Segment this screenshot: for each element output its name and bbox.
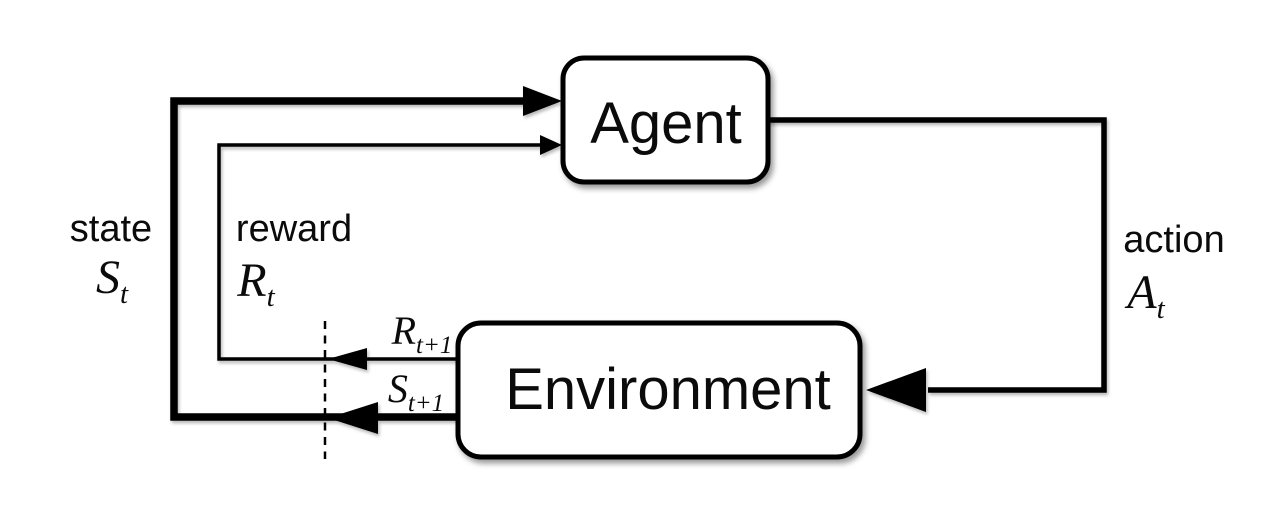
reward-into-agent-arrowhead-icon <box>540 135 562 155</box>
action-symbol-label: At <box>1124 266 1165 325</box>
reward-symbol-base: R <box>236 254 266 307</box>
next-reward-time-boundary-arrowhead-icon <box>328 348 367 370</box>
reward-symbol-label: Rt <box>236 254 275 313</box>
state-symbol-subscript: t <box>120 278 129 310</box>
environment-node <box>455 320 863 460</box>
action-flow-line <box>768 117 1107 393</box>
next-state-symbol-subscript: t+1 <box>408 390 444 417</box>
state-into-agent-arrowhead-icon <box>523 86 562 116</box>
connector-lines <box>170 86 1107 434</box>
environment-label: Environment <box>505 357 831 422</box>
agent-node <box>560 55 771 185</box>
action-symbol-base: A <box>1124 266 1157 319</box>
reward-symbol-subscript: t <box>267 281 276 313</box>
next-state-time-boundary-arrowhead-icon <box>328 402 378 434</box>
action-symbol-subscript: t <box>1157 293 1166 325</box>
next-reward-symbol-subscript: t+1 <box>416 332 452 359</box>
next-state-symbol-label: St+1 <box>388 366 444 417</box>
next-state-symbol-base: S <box>388 366 408 411</box>
state-word-label: state <box>70 208 152 250</box>
state-symbol-label: St <box>96 251 129 310</box>
state-symbol-base: S <box>96 251 120 304</box>
reward-word-label: reward <box>236 208 352 250</box>
action-word-label: action <box>1123 219 1224 261</box>
next-reward-symbol-label: Rt+1 <box>391 308 453 359</box>
next-reward-symbol-base: R <box>391 308 416 353</box>
action-into-environment-arrowhead-icon <box>866 368 926 412</box>
agent-label: Agent <box>590 91 742 156</box>
state-flow-line <box>170 97 527 421</box>
